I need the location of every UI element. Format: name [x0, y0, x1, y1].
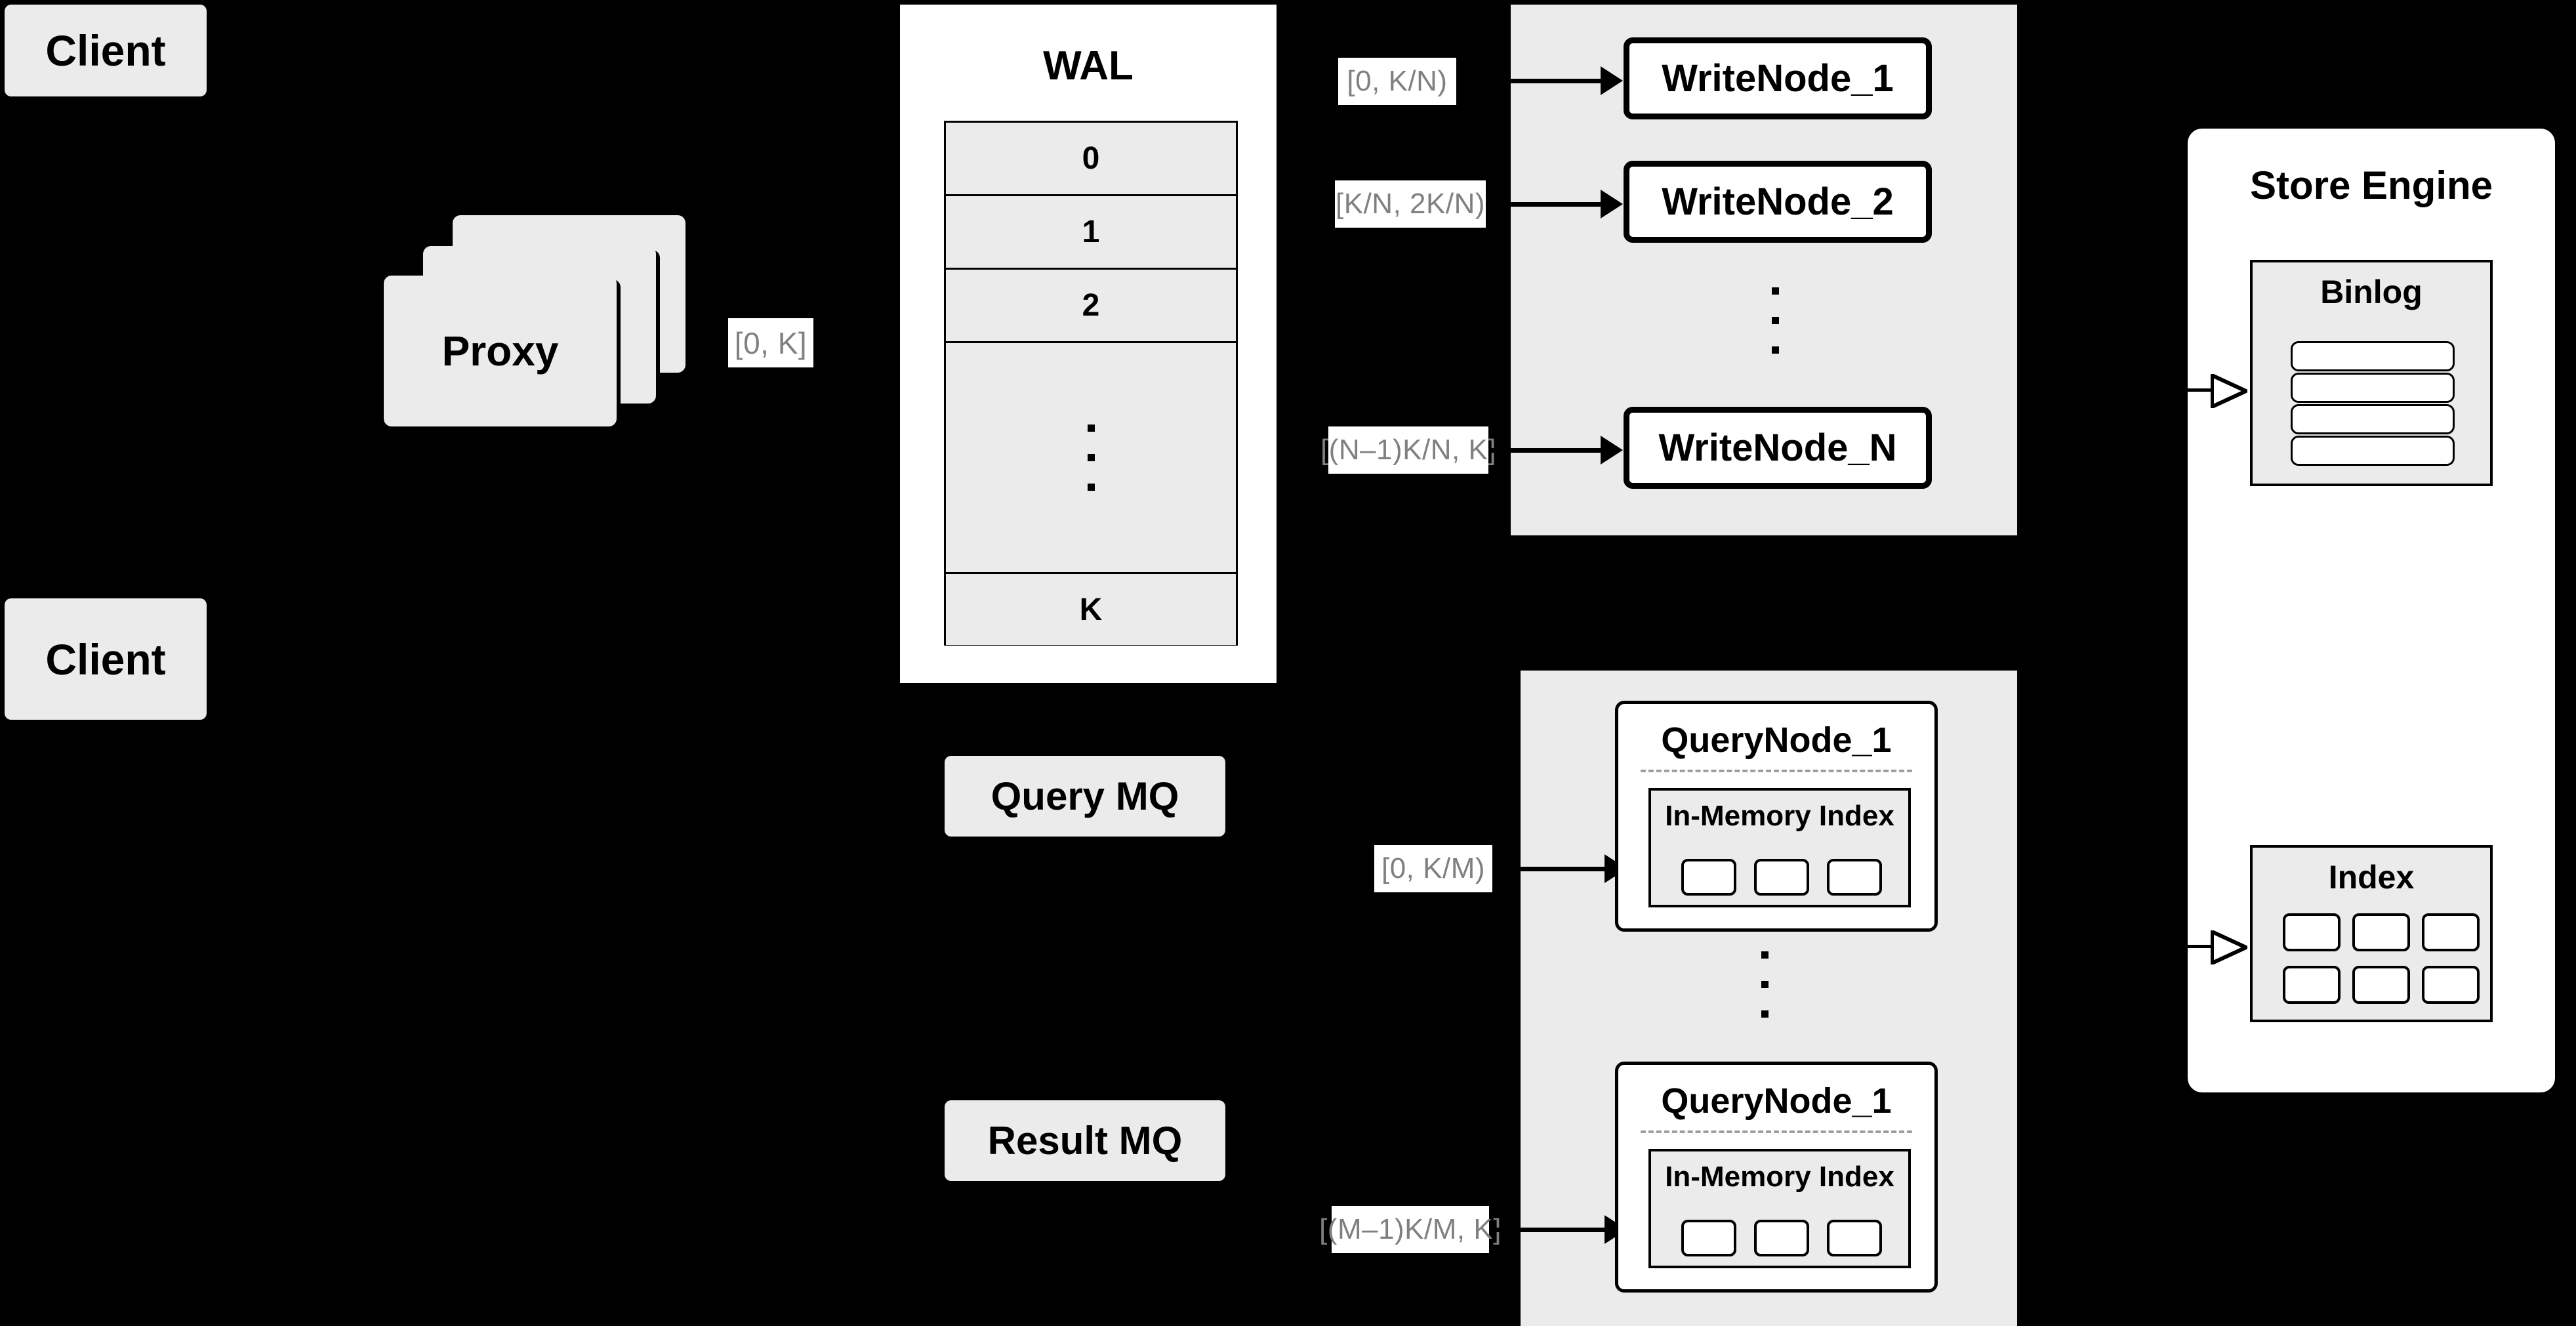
- tag-query-node-1-text: [0, K/M): [1381, 852, 1486, 884]
- binlog-title: Binlog: [2320, 274, 2423, 310]
- query-node-1-divider: [1641, 770, 1912, 772]
- arrow-line-write-node-2: [1488, 202, 1606, 207]
- query-mq-box[interactable]: Query MQ: [945, 756, 1225, 837]
- wal-row-1: 1: [946, 196, 1236, 270]
- wal-row-k-label: K: [1079, 592, 1103, 627]
- binlog-bar: [2291, 404, 2455, 434]
- query-ellipsis-dot: [1761, 951, 1768, 959]
- query-node-m-title: QueryNode_1: [1661, 1081, 1892, 1121]
- store-engine-panel: Store Engine Binlog Index: [2188, 129, 2555, 1092]
- wal-row-2-label: 2: [1082, 288, 1100, 323]
- tag-write-node-2-text: [K/N, 2K/N): [1336, 188, 1485, 220]
- write-node-n[interactable]: WriteNode_N: [1624, 407, 1932, 489]
- binlog-bar: [2291, 436, 2455, 466]
- query-node-1-title: QueryNode_1: [1661, 720, 1892, 760]
- index-title: Index: [2328, 859, 2415, 896]
- wal-row-0: 0: [946, 123, 1236, 196]
- in-memory-index-m-title: In-Memory Index: [1665, 1161, 1894, 1193]
- tag-query-node-1: [0, K/M): [1374, 845, 1492, 892]
- store-index-chip: [2422, 966, 2480, 1004]
- index-chip: [1827, 1220, 1882, 1256]
- query-node-m-divider: [1641, 1130, 1912, 1133]
- write-node-1-label: WriteNode_1: [1662, 57, 1894, 100]
- tag-query-node-m: [(M–1)K/M, K]: [1319, 1206, 1501, 1253]
- arrow-head-write-node-n: [1601, 436, 1623, 465]
- query-node-m[interactable]: QueryNode_1 In-Memory Index: [1615, 1062, 1938, 1293]
- write-node-n-label: WriteNode_N: [1658, 426, 1897, 469]
- wal-row-1-label: 1: [1082, 215, 1100, 249]
- result-mq-label: Result MQ: [987, 1119, 1183, 1163]
- tag-proxy-range: [0, K]: [728, 318, 813, 367]
- write-ellipsis-dot: [1771, 316, 1779, 324]
- query-node-1[interactable]: QueryNode_1 In-Memory Index: [1615, 701, 1938, 932]
- binlog-box: Binlog: [2250, 260, 2493, 486]
- store-index-chip: [2352, 913, 2410, 951]
- tag-query-node-m-text: [(M–1)K/M, K]: [1319, 1213, 1502, 1245]
- in-memory-index-m: In-Memory Index: [1648, 1149, 1911, 1268]
- store-index-chip: [2422, 913, 2480, 951]
- wal-ellipsis-dot: [1087, 484, 1095, 491]
- arrow-line-write-node-1: [1488, 79, 1606, 83]
- wal-row-k: K: [946, 574, 1236, 645]
- arrow-line-binlog: [2178, 388, 2216, 392]
- tag-write-node-n-text: [(N–1)K/N, K]: [1320, 434, 1497, 466]
- binlog-bar: [2291, 341, 2455, 371]
- tag-write-node-1-text: [0, K/N): [1347, 65, 1448, 97]
- store-index-chip: [2283, 913, 2341, 951]
- write-node-ellipsis: [1770, 274, 1780, 366]
- arrow-line-query-node-m: [1492, 1228, 1610, 1232]
- store-index-chip: [2352, 966, 2410, 1004]
- index-box: Index: [2250, 845, 2493, 1022]
- client-box-2[interactable]: Client: [5, 598, 207, 720]
- result-mq-box[interactable]: Result MQ: [945, 1100, 1225, 1181]
- index-chip: [1754, 859, 1809, 896]
- proxy-label: Proxy: [441, 327, 559, 375]
- index-chip: [1827, 859, 1882, 896]
- in-memory-index-1: In-Memory Index: [1648, 788, 1911, 907]
- wal-ellipsis-dot: [1087, 425, 1095, 432]
- index-chip: [1681, 859, 1736, 896]
- query-ellipsis-dot: [1761, 1010, 1768, 1018]
- query-ellipsis-dot: [1761, 980, 1768, 988]
- wal-row-0-label: 0: [1082, 141, 1100, 176]
- wal-ellipsis-dot: [1087, 454, 1095, 461]
- store-index-chip: [2283, 966, 2341, 1004]
- write-node-2[interactable]: WriteNode_2: [1624, 161, 1932, 243]
- proxy-card-front[interactable]: Proxy: [384, 276, 617, 426]
- wal-row-ellipsis: [946, 343, 1236, 574]
- query-mq-label: Query MQ: [991, 774, 1179, 818]
- write-ellipsis-dot: [1771, 346, 1779, 354]
- arrow-line-index: [2178, 945, 2216, 948]
- tag-write-node-n: [(N–1)K/N, K]: [1320, 426, 1496, 474]
- arrow-head-write-node-1: [1601, 66, 1623, 95]
- query-node-ellipsis: [1760, 938, 1769, 1030]
- index-chip: [1754, 1220, 1809, 1256]
- store-engine-title: Store Engine: [2249, 163, 2493, 207]
- in-memory-index-1-title: In-Memory Index: [1665, 800, 1894, 832]
- arrow-line-write-node-n: [1488, 448, 1606, 453]
- write-node-2-label: WriteNode_2: [1662, 180, 1894, 223]
- wal-panel: WAL 0 1 2 K: [895, 0, 1281, 688]
- arrow-head-binlog: [2211, 374, 2247, 408]
- tag-write-node-1: [0, K/N): [1338, 58, 1456, 105]
- arrow-line-query-node-1: [1492, 867, 1610, 871]
- wal-row-2: 2: [946, 270, 1236, 343]
- client-label-1: Client: [45, 26, 166, 75]
- tag-proxy-range-text: [0, K]: [734, 325, 808, 360]
- client-box-1[interactable]: Client: [5, 5, 207, 96]
- tag-write-node-2: [K/N, 2K/N): [1335, 180, 1486, 228]
- write-node-1[interactable]: WriteNode_1: [1624, 37, 1932, 119]
- client-label-2: Client: [45, 634, 166, 684]
- wal-title: WAL: [1043, 43, 1134, 89]
- binlog-bar: [2291, 373, 2455, 403]
- index-chip: [1681, 1220, 1736, 1256]
- write-ellipsis-dot: [1771, 287, 1779, 295]
- wal-table: 0 1 2 K: [944, 121, 1238, 646]
- arrow-head-index: [2211, 930, 2247, 964]
- arrow-head-write-node-2: [1601, 190, 1623, 218]
